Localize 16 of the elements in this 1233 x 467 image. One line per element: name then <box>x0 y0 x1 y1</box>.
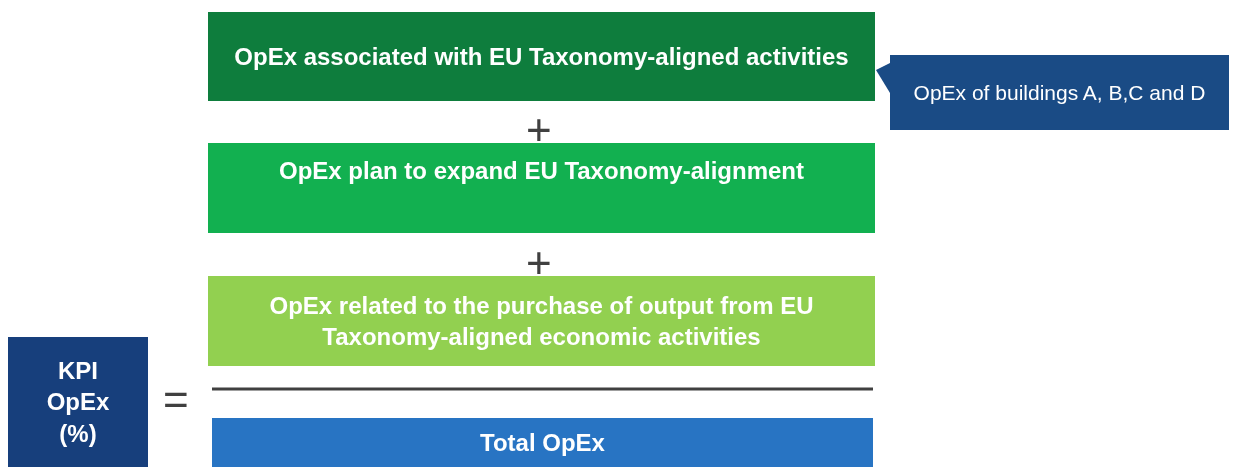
formula-box <box>208 12 875 101</box>
box-text: OpEx related to the purchase of output from EU Taxonomy-aligned economic activities <box>268 290 815 352</box>
equals-sign: = <box>163 378 189 422</box>
box-text: OpEx of buildings A, B,C and D <box>913 79 1206 106</box>
box-text: OpEx associated with EU Taxonomy-aligned activities <box>234 41 849 72</box>
box-text: KPI OpEx (%) <box>45 356 111 449</box>
callout-pointer <box>876 63 890 93</box>
plus-sign: + <box>526 241 552 285</box>
plus-sign: + <box>526 108 552 152</box>
formula-box <box>8 337 148 467</box>
formula-box <box>208 143 875 233</box>
box-text: Total OpEx <box>480 427 605 458</box>
formula-box <box>208 276 875 366</box>
callout-box <box>890 55 1229 130</box>
formula-box <box>212 418 873 467</box>
box-text: OpEx plan to expand EU Taxonomy-alignment <box>279 156 804 186</box>
